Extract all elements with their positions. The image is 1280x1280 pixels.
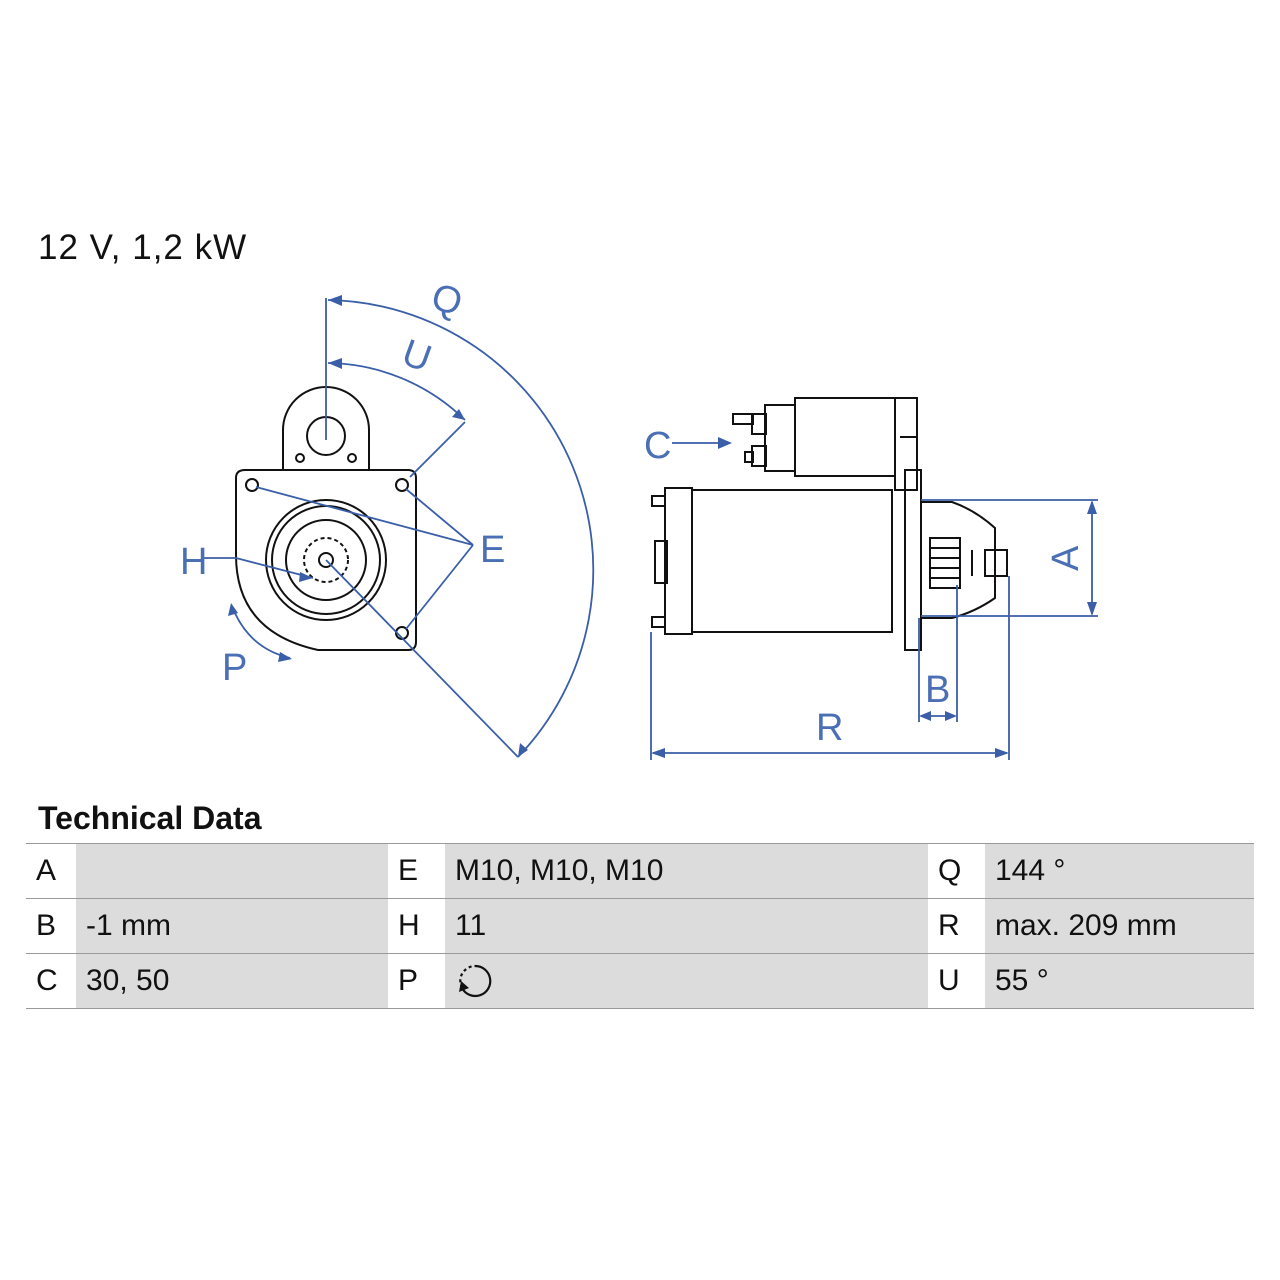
housing-inner — [285, 519, 367, 601]
housing-outer — [265, 499, 387, 621]
pinion — [929, 537, 961, 589]
ear-pin-left — [295, 453, 305, 463]
spec-value: -1 mm — [76, 898, 388, 954]
technical-data-table: A E M10, M10, M10 Q 144 ° B -1 mm H 11 R… — [26, 843, 1254, 1009]
front-dimensions — [204, 295, 595, 758]
spec-value: max. 209 mm — [985, 898, 1254, 954]
technical-data-heading: Technical Data — [38, 800, 262, 836]
solenoid-cap — [764, 404, 796, 472]
spec-key: Q — [928, 843, 985, 899]
label-H: H — [180, 541, 207, 583]
product-title: 12 V, 1,2 kW — [38, 228, 248, 267]
solenoid-body — [794, 397, 896, 477]
spec-value: 55 ° — [985, 953, 1254, 1009]
bolt-hole-top-left — [245, 478, 259, 492]
spec-value: 11 — [445, 898, 928, 954]
label-P: P — [222, 647, 247, 689]
spec-value: M10, M10, M10 — [445, 843, 928, 899]
bolt-hole-top-right — [395, 478, 409, 492]
flange-outline — [235, 469, 417, 651]
ear-pin-right — [347, 453, 357, 463]
table-row: C 30, 50 P U 55 ° — [26, 953, 1254, 1009]
shaft-tip — [984, 549, 1008, 577]
side-view — [651, 397, 1008, 651]
pinion-gear — [303, 537, 349, 583]
label-E: E — [480, 529, 505, 571]
mounting-flange — [904, 469, 922, 651]
spec-value-rotation — [445, 953, 928, 1009]
technical-drawing: Q U E H P C A B R — [180, 276, 1098, 760]
dimension-U-arc — [327, 362, 466, 421]
motor-body — [691, 489, 893, 633]
label-U: U — [397, 332, 437, 381]
side-dimensions — [650, 437, 1098, 760]
label-C: C — [644, 425, 671, 467]
spec-key: R — [928, 898, 985, 954]
spec-value: 30, 50 — [76, 953, 388, 1009]
dimension-H-leader — [204, 557, 314, 579]
spec-key: E — [388, 843, 445, 899]
pinion-hub — [318, 552, 334, 568]
label-A: A — [1045, 545, 1087, 571]
spec-key: H — [388, 898, 445, 954]
spec-value: 144 ° — [985, 843, 1254, 899]
spec-key: C — [26, 953, 76, 1009]
dimension-Q-arc — [327, 299, 595, 758]
spec-key: B — [26, 898, 76, 954]
table-row: A E M10, M10, M10 Q 144 ° — [26, 843, 1254, 899]
spec-key: U — [928, 953, 985, 1009]
label-Q: Q — [426, 276, 467, 325]
end-cap — [664, 487, 693, 635]
table-row: B -1 mm H 11 R max. 209 mm — [26, 898, 1254, 954]
spec-key: A — [26, 843, 76, 899]
spec-key: P — [388, 953, 445, 1009]
label-B: B — [925, 669, 950, 711]
front-view — [235, 386, 417, 651]
drive-nose — [921, 501, 996, 619]
rotation-direction-icon — [459, 964, 492, 998]
label-R: R — [816, 707, 843, 749]
spec-value — [76, 843, 388, 899]
